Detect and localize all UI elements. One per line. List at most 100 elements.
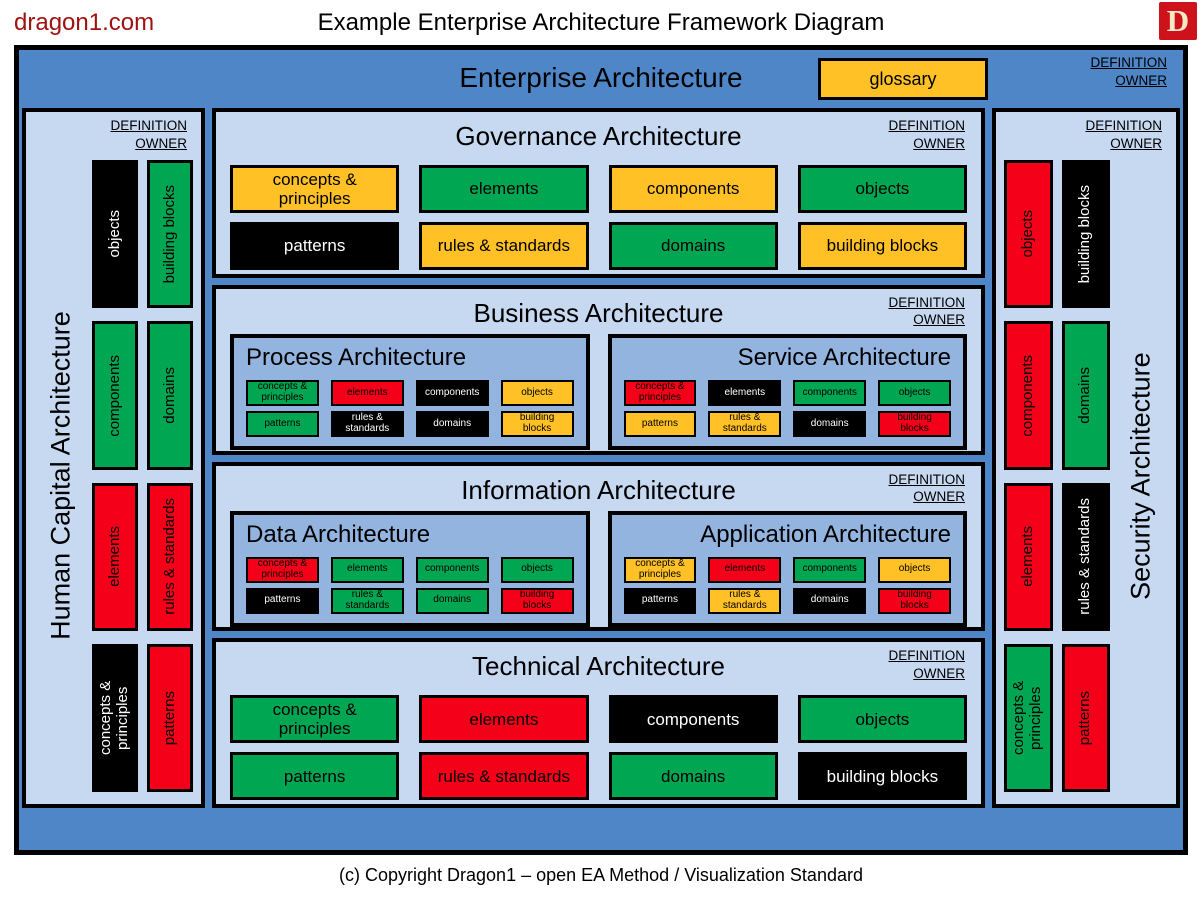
block-domains: domains bbox=[415, 587, 489, 614]
definition-owner-link[interactable]: DEFINITION OWNER bbox=[888, 648, 966, 681]
section-technical-architecture: Technical Architecture DEFINITION OWNER … bbox=[212, 638, 985, 808]
block-building-blocks: building blocks bbox=[878, 410, 951, 437]
block-building-blocks: building blocks bbox=[500, 410, 574, 437]
block-concepts-principles: concepts & principles bbox=[246, 379, 319, 406]
block-rules-standards: rules & standards bbox=[419, 752, 589, 801]
page-title: Example Enterprise Architecture Framewor… bbox=[317, 9, 885, 36]
block-objects: objects bbox=[1004, 160, 1053, 309]
block-elements: elements bbox=[708, 379, 782, 406]
logo-letter: D bbox=[1166, 3, 1190, 38]
brand-text[interactable]: dragon1.com bbox=[14, 9, 155, 36]
business-architecture-title: Business Architecture bbox=[473, 297, 724, 328]
block-concepts-principles: concepts & principles bbox=[246, 556, 319, 583]
glossary-button[interactable]: glossary bbox=[818, 58, 988, 100]
block-domains: domains bbox=[415, 410, 489, 437]
application-architecture-title: Application Architecture bbox=[700, 520, 951, 548]
block-elements: elements bbox=[419, 695, 589, 744]
subbox-application-architecture: Application Architecture concepts & prin… bbox=[607, 510, 967, 627]
block-objects: objects bbox=[797, 165, 967, 213]
block-patterns: patterns bbox=[246, 410, 319, 437]
definition-owner-link[interactable]: DEFINITION OWNER bbox=[888, 294, 966, 328]
block-rules-standards: rules & standards bbox=[419, 222, 589, 270]
block-building-blocks: building blocks bbox=[147, 160, 193, 309]
definition-owner-link[interactable]: DEFINITION OWNER bbox=[1090, 55, 1168, 88]
block-rules-standards: rules & standards bbox=[330, 587, 404, 614]
section-information-architecture: Information Architecture DEFINITION OWNE… bbox=[212, 461, 985, 632]
block-patterns: patterns bbox=[230, 752, 400, 801]
block-rules-standards: rules & standards bbox=[147, 482, 193, 631]
process-architecture-title: Process Architecture bbox=[246, 343, 467, 371]
block-components: components bbox=[793, 379, 867, 406]
block-patterns: patterns bbox=[623, 410, 697, 437]
block-concepts-principles: concepts & principles bbox=[1004, 643, 1053, 792]
human-capital-architecture-title: Human Capital Architecture bbox=[45, 311, 76, 641]
block-patterns: patterns bbox=[623, 587, 697, 614]
service-architecture-title: Service Architecture bbox=[737, 343, 951, 371]
block-building-blocks: building blocks bbox=[500, 587, 574, 614]
governance-architecture-title: Governance Architecture bbox=[455, 121, 742, 151]
section-business-architecture: Business Architecture DEFINITION OWNER P… bbox=[212, 284, 985, 455]
block-domains: domains bbox=[793, 587, 867, 614]
block-components: components bbox=[793, 556, 867, 583]
information-architecture-title: Information Architecture bbox=[461, 474, 736, 505]
block-components: components bbox=[608, 165, 778, 213]
subbox-process-architecture: Process Architecture concepts & principl… bbox=[230, 333, 590, 450]
block-rules-standards: rules & standards bbox=[708, 587, 782, 614]
block-patterns: patterns bbox=[147, 643, 193, 792]
block-building-blocks: building blocks bbox=[1061, 160, 1110, 309]
block-domains: domains bbox=[1061, 321, 1110, 470]
block-building-blocks: building blocks bbox=[797, 752, 967, 801]
definition-owner-link[interactable]: DEFINITION OWNER bbox=[888, 118, 966, 151]
block-components: components bbox=[415, 379, 489, 406]
enterprise-title: Enterprise Architecture bbox=[459, 62, 743, 93]
block-concepts-principles: concepts & principles bbox=[92, 643, 138, 792]
definition-owner-link[interactable]: DEFINITION OWNER bbox=[110, 118, 188, 151]
block-concepts-principles: concepts & principles bbox=[230, 695, 400, 744]
block-rules-standards: rules & standards bbox=[1061, 482, 1110, 631]
block-components: components bbox=[608, 695, 778, 744]
definition-owner-link[interactable]: DEFINITION OWNER bbox=[1085, 118, 1163, 151]
block-patterns: patterns bbox=[230, 222, 400, 270]
block-components: components bbox=[92, 321, 138, 470]
block-components: components bbox=[1004, 321, 1053, 470]
section-governance-architecture: Governance Architecture DEFINITION OWNER… bbox=[212, 108, 985, 278]
block-building-blocks: building blocks bbox=[797, 222, 967, 270]
block-rules-standards: rules & standards bbox=[330, 410, 404, 437]
block-objects: objects bbox=[797, 695, 967, 744]
service-block-grid: concepts & principles elements components o… bbox=[623, 379, 951, 437]
block-elements: elements bbox=[708, 556, 782, 583]
block-concepts-principles: concepts & principles bbox=[623, 379, 697, 406]
block-patterns: patterns bbox=[1061, 643, 1110, 792]
definition-owner-link[interactable]: DEFINITION OWNER bbox=[888, 471, 966, 505]
block-objects: objects bbox=[878, 379, 951, 406]
block-elements: elements bbox=[330, 556, 404, 583]
subbox-service-architecture: Service Architecture concepts & principl… bbox=[607, 333, 967, 450]
technical-architecture-title: Technical Architecture bbox=[472, 651, 725, 682]
block-objects: objects bbox=[500, 379, 574, 406]
block-rules-standards: rules & standards bbox=[708, 410, 782, 437]
block-objects: objects bbox=[878, 556, 951, 583]
block-objects: objects bbox=[500, 556, 574, 583]
block-building-blocks: building blocks bbox=[878, 587, 951, 614]
sidebar-human-capital-architecture: DEFINITION OWNER Human Capital Architect… bbox=[22, 108, 205, 808]
block-elements: elements bbox=[1004, 482, 1053, 631]
block-domains: domains bbox=[793, 410, 867, 437]
security-architecture-title: Security Architecture bbox=[1125, 352, 1156, 600]
dragon1-logo-icon: D bbox=[1159, 2, 1197, 40]
enterprise-architecture-frame: Enterprise Architecture glossary DEFINIT… bbox=[14, 45, 1188, 855]
center-column: Governance Architecture DEFINITION OWNER… bbox=[212, 108, 985, 808]
technical-block-grid: concepts & principles elements components o… bbox=[230, 695, 967, 801]
block-elements: elements bbox=[92, 482, 138, 631]
block-domains: domains bbox=[608, 752, 778, 801]
frame-body: DEFINITION OWNER Human Capital Architect… bbox=[22, 108, 1180, 808]
copyright-text: (c) Copyright Dragon1 – open EA Method /… bbox=[339, 865, 863, 885]
